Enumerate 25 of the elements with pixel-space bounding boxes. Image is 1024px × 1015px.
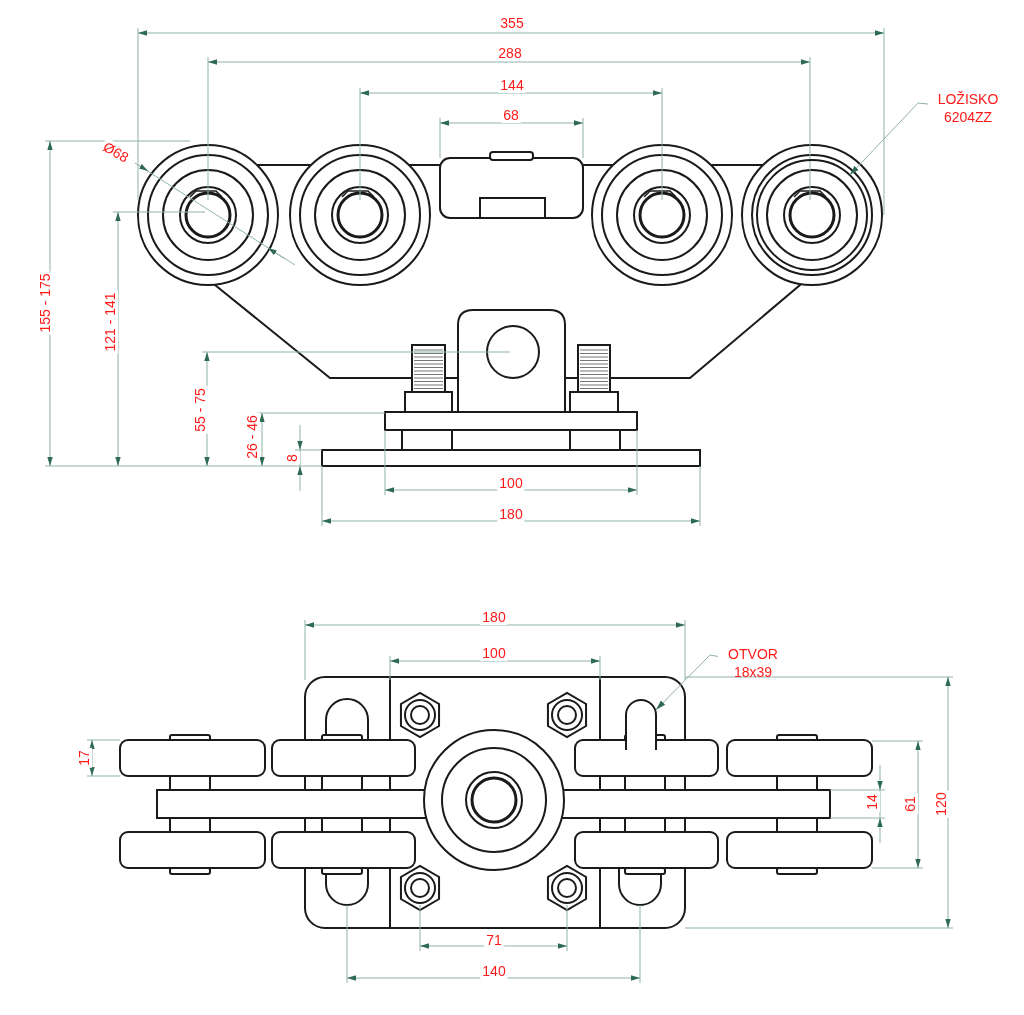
dimension-label: 121 - 141: [102, 290, 118, 354]
dimension-label: 14: [864, 792, 880, 812]
leader-line: [655, 654, 719, 711]
dimension-label: 100: [480, 645, 508, 661]
slot: [625, 699, 657, 751]
leader-line: [849, 102, 929, 176]
callout-label: OTVOR 18x39: [718, 645, 788, 681]
dimension-label: 120: [933, 790, 949, 818]
dimension-label: 355: [498, 15, 526, 31]
dimension-label: 180: [480, 609, 508, 625]
bearing-ring: [756, 159, 868, 271]
callout-label: LOŽISKO 6204ZZ: [928, 90, 1008, 126]
dimension-label: 71: [484, 932, 504, 948]
dimension-label: 61: [902, 794, 918, 814]
dimension-label: 140: [480, 963, 508, 979]
dimension-label: 180: [497, 506, 525, 522]
dimension-label: 155 - 175: [37, 271, 53, 335]
dimension-label: 17: [76, 748, 92, 768]
dimension-label: 26 - 46: [244, 413, 260, 461]
dimension-label: 68: [501, 107, 521, 123]
dimension-label: 8: [284, 452, 300, 464]
dimension-label: 100: [497, 475, 525, 491]
dimension-label: 288: [496, 45, 524, 61]
dimension-label: 144: [498, 77, 526, 93]
dimension-label: 55 - 75: [192, 386, 208, 434]
